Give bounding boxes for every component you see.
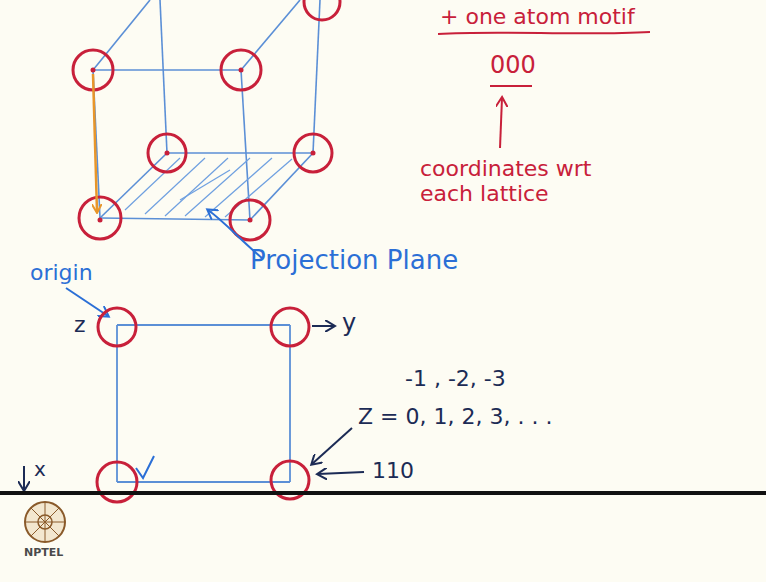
axis-label: z bbox=[74, 312, 86, 337]
projected-cell bbox=[117, 325, 290, 482]
axis-arrow bbox=[312, 325, 334, 327]
atom-circles bbox=[97, 308, 309, 502]
nptel-logo bbox=[25, 502, 65, 542]
separator-bar bbox=[0, 491, 766, 495]
check-mark bbox=[136, 456, 154, 478]
origin-label: origin bbox=[30, 260, 93, 285]
leader-line bbox=[66, 288, 108, 316]
axis-label: x bbox=[34, 458, 46, 481]
logo-text: NPTEL bbox=[24, 547, 63, 560]
motif-coordinates: 000 bbox=[490, 52, 536, 80]
index-note: -1 , -2, -3 bbox=[405, 366, 506, 391]
index-note: 110 bbox=[372, 458, 414, 483]
index-note: Z = 0, 1, 2, 3, . . . bbox=[358, 404, 552, 429]
cube-edges bbox=[93, 0, 320, 220]
pointer-arrow bbox=[312, 428, 352, 464]
projection-arrow bbox=[93, 74, 97, 212]
note-arrow bbox=[500, 98, 502, 148]
motif-note: + one atom motif bbox=[440, 4, 635, 29]
axis-arrow bbox=[23, 466, 25, 490]
axis-label: y bbox=[342, 310, 356, 338]
atom-circles bbox=[73, 0, 340, 240]
coordinates-note: coordinates wrt each lattice bbox=[420, 156, 610, 207]
pointer-arrow bbox=[318, 472, 364, 474]
plane-label: Projection Plane bbox=[250, 246, 458, 276]
